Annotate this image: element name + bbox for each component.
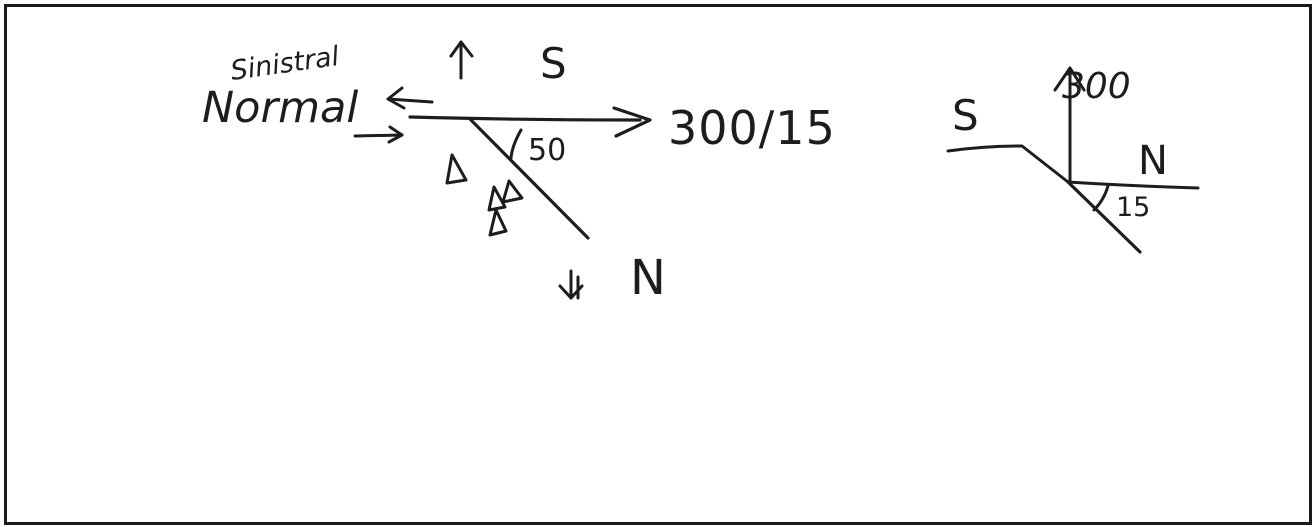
dipping-plane-line xyxy=(1066,180,1142,254)
fault-trace-line xyxy=(468,117,590,240)
plunge-angle-label: 15 xyxy=(1116,192,1150,223)
horizontal-reference-line xyxy=(1066,180,1200,190)
sense-arrow-left-shaft xyxy=(386,97,434,104)
fault-tooth-marker xyxy=(501,179,524,204)
label-sinistral: Sinistral xyxy=(229,41,342,87)
dip-angle-arc xyxy=(509,128,523,160)
dip-angle-label: 50 xyxy=(528,133,566,168)
sense-arrow-right-shaft xyxy=(353,133,404,138)
section-north-label: N xyxy=(1138,138,1168,184)
fault-tooth-marker xyxy=(445,153,468,185)
plunge-arrow-head xyxy=(612,106,652,138)
direction-north-label: N xyxy=(630,250,666,306)
ground-surface-line xyxy=(946,144,1070,184)
azimuth-label: 300 xyxy=(1062,66,1131,107)
fault-tooth-marker xyxy=(488,208,508,237)
azimuth-arrow-head xyxy=(1053,66,1086,92)
plunge-arrow-shaft xyxy=(408,115,642,122)
sense-arrow-right-head xyxy=(387,125,404,144)
south-arrow-head xyxy=(449,40,474,58)
right-cross-section-sketch: S 300 N 15 xyxy=(946,66,1200,254)
left-fault-sketch: Sinistral Normal S 300/15 50 xyxy=(202,39,836,306)
section-south-label: S xyxy=(952,91,979,140)
direction-south-label: S xyxy=(540,39,567,88)
fault-tooth-marker xyxy=(487,185,507,212)
label-normal: Normal xyxy=(202,83,358,133)
plunge-angle-arc xyxy=(1092,184,1110,212)
plunge-value: 300/15 xyxy=(668,101,836,155)
sense-arrow-left-head xyxy=(386,86,406,110)
